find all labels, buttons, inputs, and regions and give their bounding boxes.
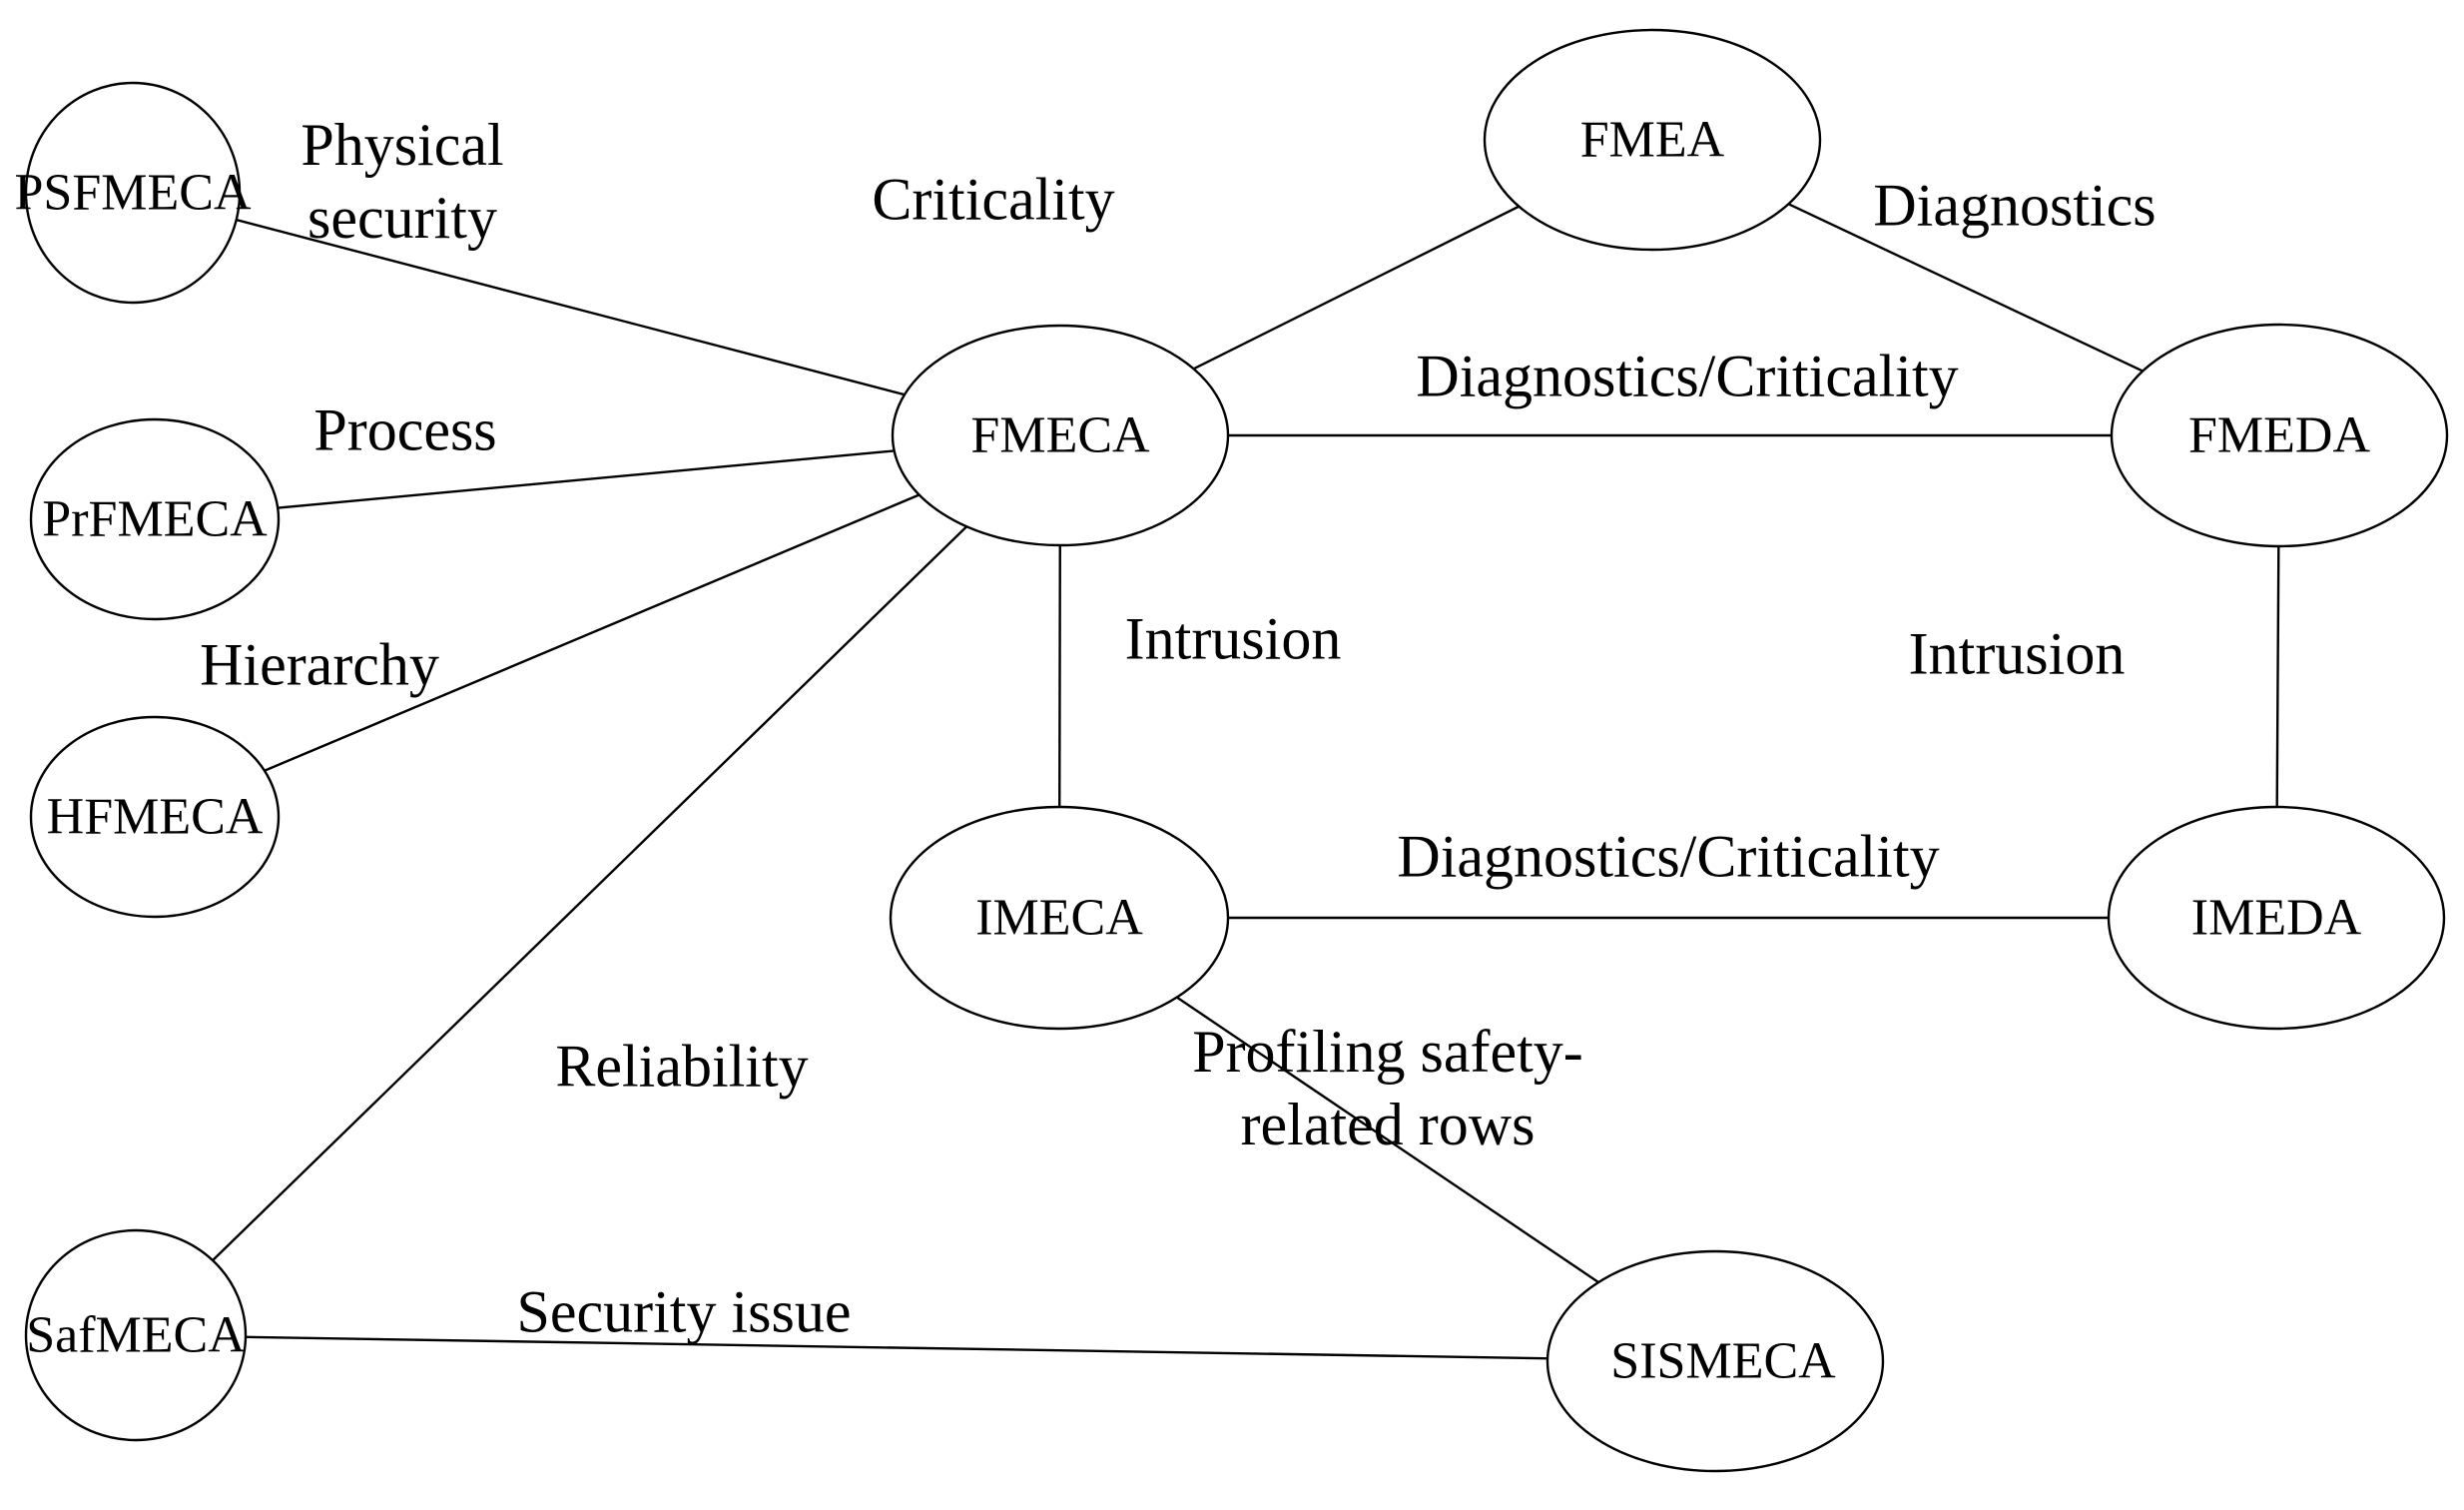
edge-label-hierarchy: Hierarchy bbox=[200, 631, 439, 698]
edge-label-intrusion-left: Intrusion bbox=[1124, 605, 1342, 672]
node-ellipse-imeca bbox=[889, 805, 1230, 1031]
node-ellipse-prfmeca bbox=[29, 417, 281, 621]
edge-line-safmeca-fmeca bbox=[135, 434, 1061, 1336]
edge-label-reliability: Reliability bbox=[555, 1033, 809, 1100]
edge-label-criticality: Criticality bbox=[872, 166, 1115, 233]
node-label-prfmeca: PrFMECA bbox=[42, 490, 268, 548]
edge-line-hfmeca-fmeca bbox=[154, 433, 1061, 819]
node-label-fmeca: FMECA bbox=[970, 406, 1150, 464]
node-label-imeda: IMEDA bbox=[2190, 889, 2362, 947]
edge-lines bbox=[132, 138, 2281, 1363]
edge-line-safmeca-sismeca bbox=[135, 1333, 1716, 1363]
node-ellipse-fmeda bbox=[2110, 323, 2449, 548]
node-ellipse-sismeca bbox=[1545, 1249, 1885, 1473]
node-label-fmeda: FMEDA bbox=[2187, 406, 2371, 464]
node-ellipse-hfmeca bbox=[29, 715, 281, 919]
edge-label-diag-crit-bottom: Diagnostics/Criticality bbox=[1397, 823, 1940, 890]
edge-label-diag-crit-top: Diagnostics/Criticality bbox=[1416, 343, 1959, 409]
node-ellipses bbox=[24, 28, 2449, 1473]
edge-label-diagnostics: Diagnostics bbox=[1873, 172, 2156, 239]
node-label-psfmeca: PSFMECA bbox=[14, 164, 252, 222]
node-ellipse-fmeca bbox=[891, 324, 1230, 547]
edge-label-physical-security: Physical security bbox=[301, 111, 504, 251]
node-ellipse-fmea bbox=[1483, 28, 1822, 252]
node-label-fmea: FMEA bbox=[1579, 111, 1725, 169]
edge-label-profiling-rows: Profiling safety- related rows bbox=[1192, 1018, 1583, 1157]
node-ellipse-safmeca bbox=[24, 1228, 248, 1442]
node-ellipse-psfmeca bbox=[24, 81, 242, 305]
edge-label-security-issue: Security issue bbox=[516, 1278, 852, 1345]
edge-label-process: Process bbox=[313, 396, 497, 463]
node-label-sismeca: SISMECA bbox=[1610, 1332, 1836, 1390]
node-label-safmeca: SafMECA bbox=[26, 1306, 246, 1364]
node-ellipse-imeda bbox=[2107, 805, 2446, 1031]
node-label-hfmeca: HFMECA bbox=[46, 788, 264, 846]
node-label-imeca: IMECA bbox=[975, 889, 1143, 947]
edge-label-intrusion-right: Intrusion bbox=[1908, 620, 2126, 687]
